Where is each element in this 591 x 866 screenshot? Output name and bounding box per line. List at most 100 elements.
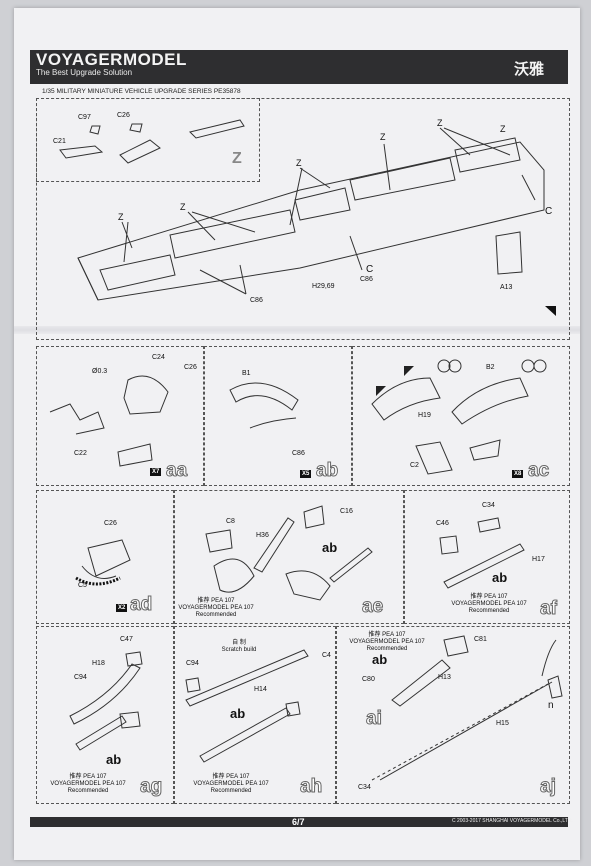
label-c34-af: C34 bbox=[482, 502, 495, 509]
label-c-a: C bbox=[366, 264, 374, 275]
label-n: n bbox=[548, 700, 554, 711]
step-ae-badge: ae bbox=[361, 596, 384, 618]
step-af-badge: af bbox=[540, 598, 558, 620]
label-ab-af: ab bbox=[492, 570, 508, 585]
label-ab-ai: ab bbox=[372, 652, 388, 667]
footer-bar bbox=[30, 817, 568, 827]
label-c26-aa: C26 bbox=[184, 364, 197, 371]
label-c47: C47 bbox=[120, 636, 133, 643]
label-c-b: C bbox=[545, 206, 553, 217]
step-ad-badge: ad bbox=[129, 594, 153, 616]
note-cn: 推荐 PEA 107 bbox=[212, 774, 250, 780]
note-rec: Recommended bbox=[366, 645, 408, 652]
label-c8: C8 bbox=[226, 518, 235, 525]
step-ah-badge: ah bbox=[299, 776, 323, 798]
step-ag-panel bbox=[36, 626, 174, 804]
label-z-5: Z bbox=[437, 118, 443, 128]
step-af-note: 推荐 PEA 107 VOYAGERMODEL PEA 107 Recommen… bbox=[446, 594, 532, 615]
label-phi: Ø0.3 bbox=[92, 368, 108, 375]
scratch-en: Scratch build bbox=[221, 646, 257, 653]
step-top-inset bbox=[36, 98, 260, 182]
note-rec: Recommended bbox=[195, 611, 237, 618]
label-ab-ah: ab bbox=[230, 706, 246, 721]
step-ae-note: 推荐 PEA 107 VOYAGERMODEL PEA 107 Recommen… bbox=[176, 598, 256, 619]
label-h15: H15 bbox=[496, 720, 509, 727]
label-ab-ae: ab bbox=[322, 540, 338, 555]
label-z-inset: Z bbox=[232, 150, 242, 167]
label-c22: C22 bbox=[74, 450, 87, 457]
label-b2: B2 bbox=[486, 364, 495, 371]
note-rec: Recommended bbox=[67, 787, 109, 794]
label-c97: C97 bbox=[78, 114, 91, 121]
label-c5: C5 bbox=[78, 582, 87, 589]
note-cn: 推荐 PEA 107 bbox=[470, 594, 508, 600]
series-title: 1/35 MILITARY MINIATURE VEHICLE UPGRADE … bbox=[42, 88, 241, 95]
step-ad-panel bbox=[36, 490, 174, 624]
step-ab-badge: ab bbox=[315, 460, 339, 482]
label-h19: H19 bbox=[418, 412, 431, 419]
step-aa-multiplier: X7 bbox=[150, 468, 162, 476]
step-ae-panel bbox=[174, 490, 404, 624]
label-c2: C2 bbox=[410, 462, 419, 469]
label-z-2: Z bbox=[180, 202, 186, 212]
label-h14: H14 bbox=[254, 686, 267, 693]
label-c4: C4 bbox=[322, 652, 331, 659]
note-rec: Recommended bbox=[210, 787, 252, 794]
copyright: C 2003-2017 SHANGHAI VOYAGERMODEL Co.,LT… bbox=[452, 818, 573, 824]
label-z-6: Z bbox=[500, 124, 506, 134]
label-c26-ad: C26 bbox=[104, 520, 117, 527]
note-en: VOYAGERMODEL PEA 107 bbox=[50, 780, 126, 787]
label-c94-ah: C94 bbox=[186, 660, 199, 667]
step-ah-note: 推荐 PEA 107 VOYAGERMODEL PEA 107 Recommen… bbox=[176, 774, 286, 795]
step-ab-panel bbox=[204, 346, 352, 486]
step-ac-panel bbox=[352, 346, 570, 486]
step-aijpanel bbox=[336, 626, 570, 804]
label-ab-ag: ab bbox=[106, 752, 122, 767]
header-bar bbox=[30, 50, 568, 84]
label-c86-ab: C86 bbox=[292, 450, 305, 457]
step-ag-badge: ag bbox=[139, 776, 163, 798]
scratch-note: 自 制 Scratch build bbox=[214, 640, 264, 654]
step-ai-note: 推荐 PEA 107 VOYAGERMODEL PEA 107 Recommen… bbox=[342, 632, 432, 653]
label-b1: B1 bbox=[242, 370, 251, 377]
step-ab-multiplier: X5 bbox=[300, 470, 312, 478]
label-c81: C81 bbox=[474, 636, 487, 643]
label-h17: H17 bbox=[532, 556, 545, 563]
step-aa-badge: aa bbox=[165, 460, 188, 482]
page-number: 6/7 bbox=[292, 817, 305, 827]
note-en: VOYAGERMODEL PEA 107 bbox=[178, 604, 254, 611]
label-z-1: Z bbox=[118, 212, 124, 222]
label-h36: H36 bbox=[256, 532, 269, 539]
step-top-panel bbox=[36, 98, 570, 340]
brand-logo: VOYAGERMODEL bbox=[36, 50, 187, 69]
brand-chinese: 沃雅 bbox=[514, 61, 545, 78]
label-c34-aj: C34 bbox=[358, 784, 371, 791]
note-cn: 推荐 PEA 107 bbox=[368, 632, 406, 638]
step-ac-badge: ac bbox=[527, 460, 550, 482]
label-c86-b: C86 bbox=[360, 276, 373, 283]
step-aa-panel bbox=[36, 346, 204, 486]
note-en: VOYAGERMODEL PEA 107 bbox=[193, 780, 269, 787]
note-cn: 推荐 PEA 107 bbox=[197, 598, 235, 604]
note-rec: Recommended bbox=[468, 607, 510, 614]
label-h13: H13 bbox=[438, 674, 451, 681]
label-c24: C24 bbox=[152, 354, 165, 361]
step-ag-note: 推荐 PEA 107 VOYAGERMODEL PEA 107 Recommen… bbox=[38, 774, 138, 795]
step-ad-multiplier: X2 bbox=[116, 604, 128, 612]
step-ac-multiplier: X8 bbox=[512, 470, 524, 478]
note-en: VOYAGERMODEL PEA 107 bbox=[451, 600, 527, 607]
label-c46: C46 bbox=[436, 520, 449, 527]
label-z-3: Z bbox=[296, 158, 302, 168]
label-c16: C16 bbox=[340, 508, 353, 515]
step-ah-panel bbox=[174, 626, 336, 804]
step-aj-badge: aj bbox=[540, 776, 557, 798]
label-c86-a: C86 bbox=[250, 297, 263, 304]
paper-fold bbox=[14, 326, 580, 334]
scratch-cn: 自 制 bbox=[232, 640, 246, 646]
label-h29-69: H29,69 bbox=[312, 283, 335, 290]
step-ai-badge: ai bbox=[366, 708, 383, 730]
